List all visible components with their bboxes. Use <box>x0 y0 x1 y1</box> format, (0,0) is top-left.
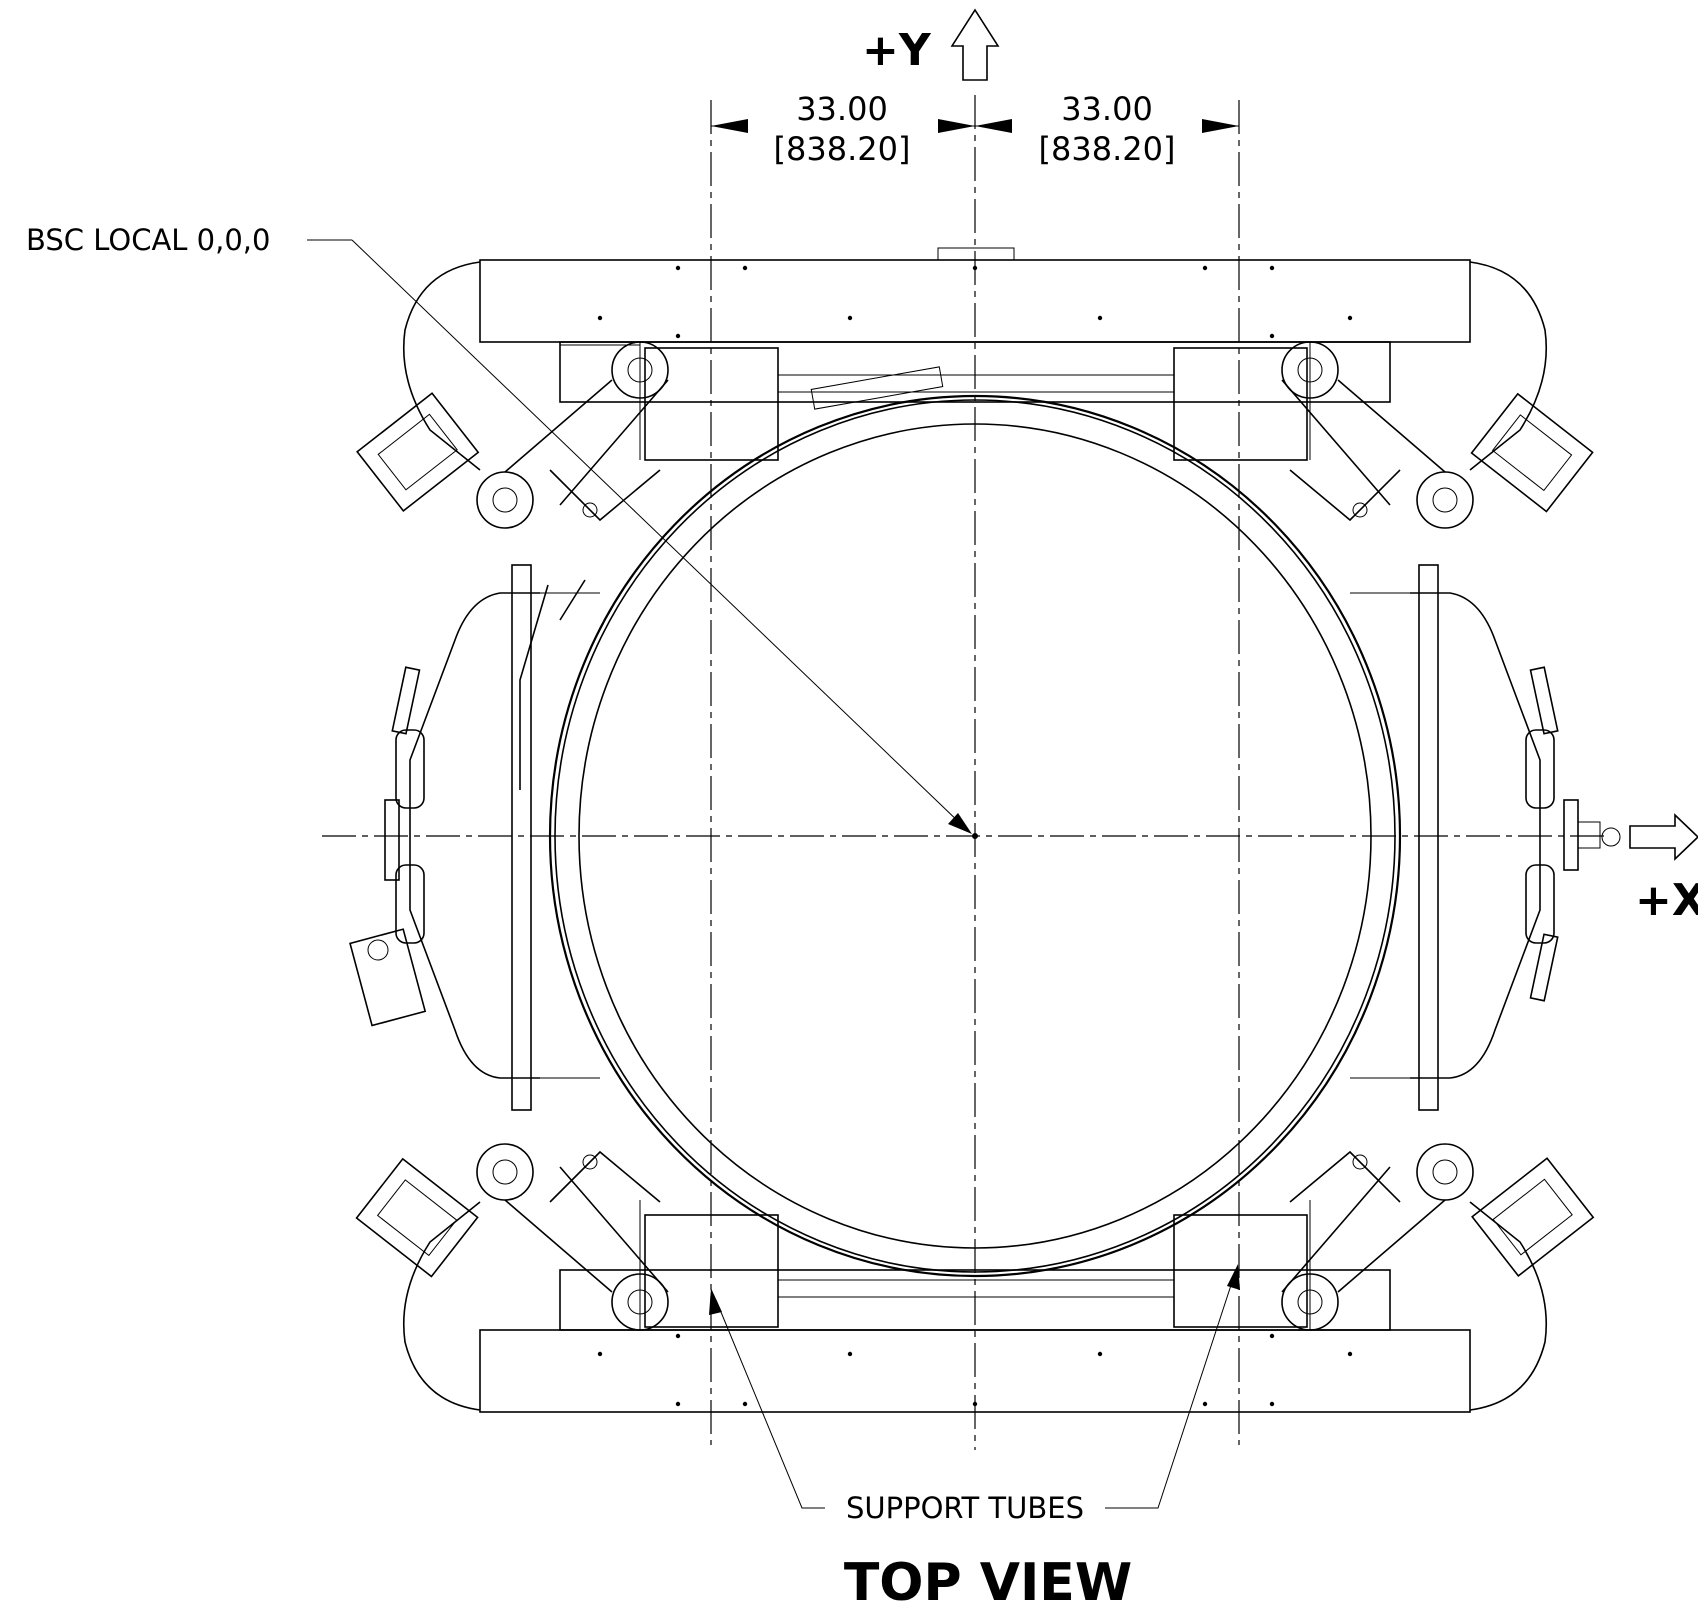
center-lines <box>322 95 1610 1450</box>
x-axis-label: +X <box>1635 875 1698 926</box>
fastener-dots <box>597 265 1353 1407</box>
dimension-left-metric: [838.20] <box>774 130 911 168</box>
view-title: TOP VIEW <box>844 1553 1132 1613</box>
support-tubes-label: SUPPORT TUBES <box>846 1491 1084 1525</box>
corner-assembly-top-left <box>356 261 669 529</box>
corner-assembly-top-right <box>1281 261 1594 529</box>
x-axis-arrow-icon <box>1629 813 1698 861</box>
right-side-chamber <box>1350 564 1621 1111</box>
y-axis-arrow-icon <box>950 8 1000 81</box>
corner-assembly-bottom-left <box>355 1143 669 1411</box>
support-tubes-leaders <box>709 1264 1240 1509</box>
dimension-lines <box>711 119 1239 133</box>
top-support-frame <box>479 247 1471 461</box>
dimension-right-value: 33.00 <box>1061 90 1153 128</box>
main-chamber-ring <box>519 394 1402 1278</box>
bottom-support-frame <box>479 1200 1471 1413</box>
dimension-right-metric: [838.20] <box>1039 130 1176 168</box>
dimension-left-value: 33.00 <box>796 90 888 128</box>
origin-callout-label: BSC LOCAL 0,0,0 <box>26 223 270 257</box>
origin-callout-leader <box>307 239 972 834</box>
corner-assembly-bottom-right <box>1281 1143 1595 1411</box>
y-axis-label: +Y <box>862 25 932 76</box>
left-side-chamber <box>349 564 600 1111</box>
